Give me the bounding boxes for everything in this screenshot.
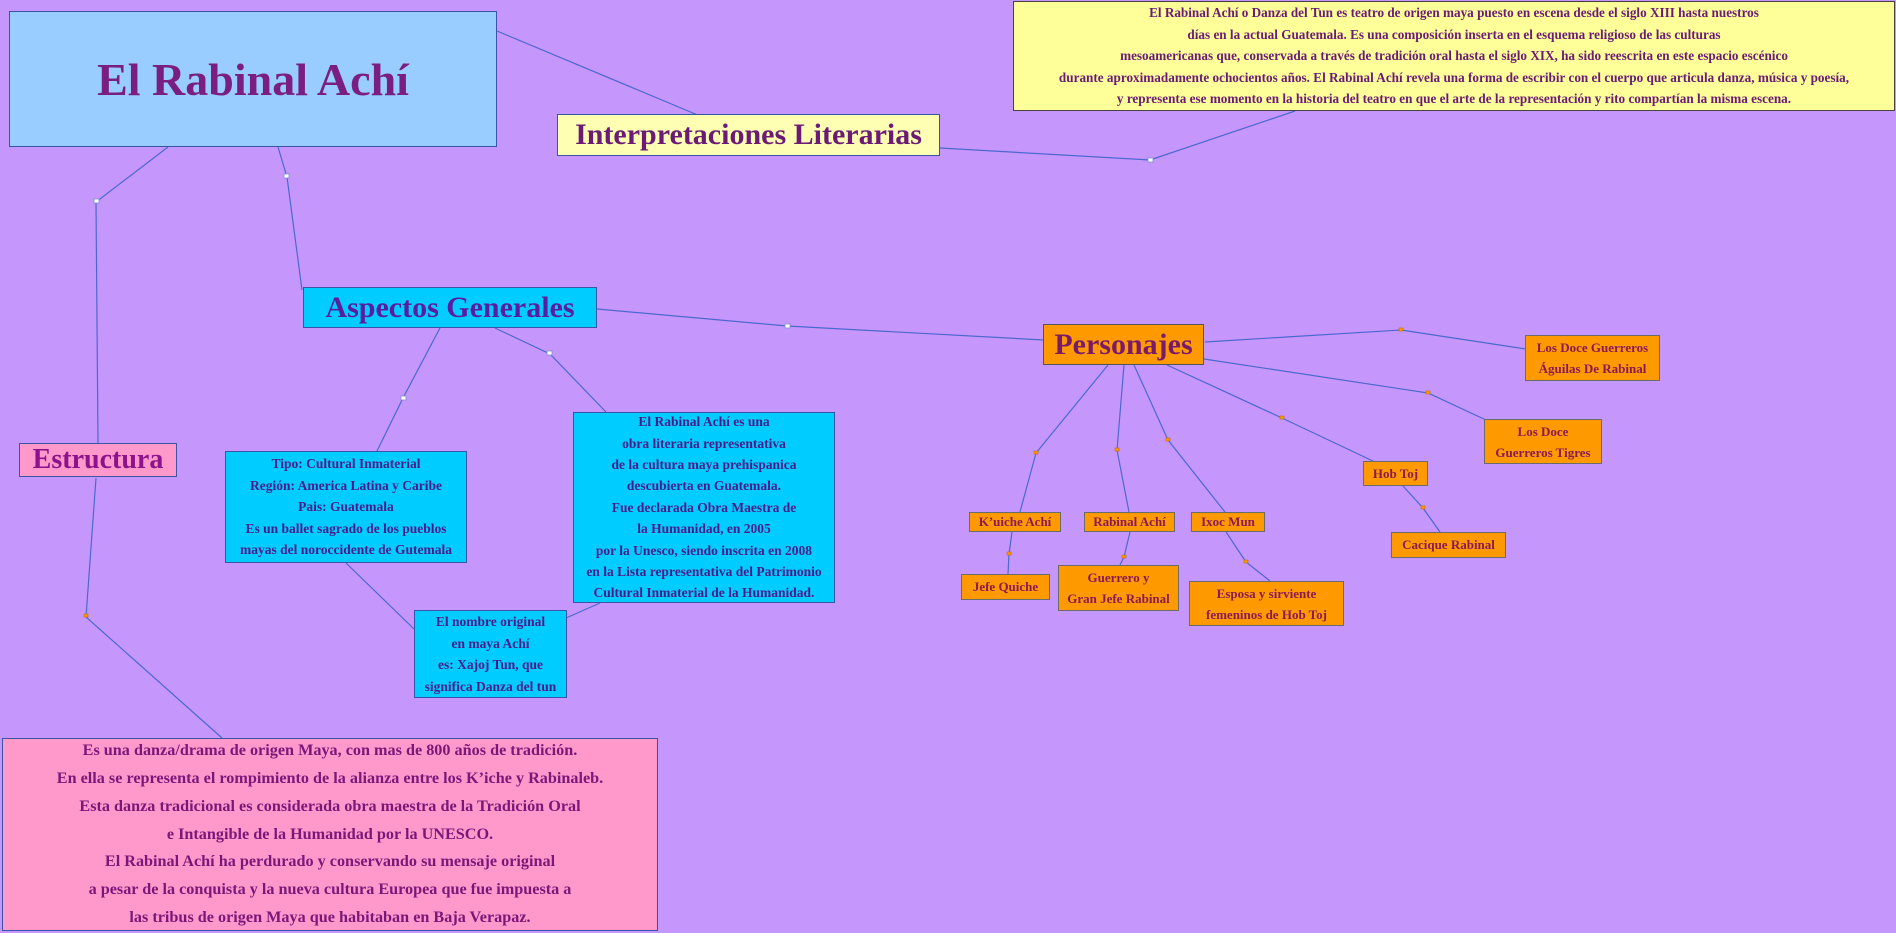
personaje-hob-toj-label: Hob Toj [1372, 465, 1419, 481]
link-obra-nombre [565, 602, 601, 619]
personaje-guerrero-gran-jefe-label: Guerrero y Gran Jefe Rabinal [1067, 570, 1170, 606]
personaje-guerrero-gran-jefe[interactable]: Guerrero y Gran Jefe Rabinal [1058, 565, 1179, 611]
interpretaciones-label: Interpretaciones Literarias [575, 118, 922, 151]
link-info-nombre [345, 562, 415, 630]
aspectos-generales-label: Aspectos Generales [325, 290, 575, 324]
personaje-guerreros-aguilas[interactable]: Los Doce Guerreros Águilas De Rabinal [1525, 335, 1660, 381]
personaje-guerreros-tigres[interactable]: Los Doce Guerreros Tigres [1484, 419, 1602, 464]
estructura-text-node[interactable]: Es una danza/drama de origen Maya, con m… [2, 738, 658, 931]
personajes-label: Personajes [1054, 327, 1193, 361]
personaje-cacique-rabinal-label: Cacique Rabinal [1402, 537, 1495, 552]
link-interp-info [939, 110, 1296, 161]
link-ixoc-esposa [1225, 531, 1271, 582]
personaje-hob-toj[interactable]: Hob Toj [1363, 461, 1428, 486]
aspectos-info-text: Tipo: Cultural Inmaterial Región: Americ… [240, 456, 452, 558]
link-per-aguilas [1204, 329, 1527, 350]
aspectos-obra-node[interactable]: El Rabinal Achí es una obra literaria re… [573, 412, 835, 603]
link-estructura-text [85, 477, 223, 739]
link-rabinal-guerrero [1119, 531, 1131, 566]
personaje-ixoc-mun-label: Ixoc Mun [1201, 514, 1255, 529]
personaje-esposa-sirviente-label: Esposa y sirviente femeninos de Hob Toj [1206, 585, 1327, 622]
personaje-rabinal-achi[interactable]: Rabinal Achí [1084, 512, 1175, 532]
personaje-guerreros-aguilas-label: Los Doce Guerreros Águilas De Rabinal [1536, 340, 1649, 376]
estructura-label: Estructura [32, 444, 164, 475]
link-title-estructura [95, 146, 169, 444]
personaje-cacique-rabinal[interactable]: Cacique Rabinal [1391, 532, 1506, 558]
aspectos-info-node[interactable]: Tipo: Cultural Inmaterial Región: Americ… [225, 451, 467, 563]
aspectos-generales-node[interactable]: Aspectos Generales [303, 287, 597, 328]
personaje-ixoc-mun[interactable]: Ixoc Mun [1191, 512, 1265, 532]
link-aspectos-info [376, 327, 441, 452]
interpretaciones-text: El Rabinal Achí o Danza del Tun es teatr… [1058, 5, 1850, 107]
estructura-node[interactable]: Estructura [19, 443, 177, 477]
personaje-guerreros-tigres-label: Los Doce Guerreros Tigres [1495, 423, 1591, 460]
link-per-hob [1166, 364, 1376, 463]
link-aspectos-obra [494, 327, 607, 413]
personaje-kuiche-achi-label: K’uiche Achí [978, 514, 1052, 529]
link-per-ixoc [1133, 364, 1226, 513]
nombre-original-text: El nombre original en maya Achí es: Xajo… [424, 614, 557, 694]
main-title-node[interactable]: El Rabinal Achí [9, 11, 497, 147]
interpretaciones-node[interactable]: Interpretaciones Literarias [557, 114, 940, 156]
link-title-interp [496, 30, 701, 117]
link-aspectos-personajes [596, 308, 1045, 341]
aspectos-obra-text: El Rabinal Achí es una obra literaria re… [586, 414, 822, 601]
personaje-jefe-quiche[interactable]: Jefe Quiche [961, 574, 1050, 600]
personaje-kuiche-achi[interactable]: K’uiche Achí [969, 512, 1061, 532]
personaje-jefe-quiche-label: Jefe Quiche [972, 579, 1039, 594]
link-per-rabinal [1116, 364, 1130, 513]
personaje-rabinal-achi-label: Rabinal Achí [1093, 514, 1166, 529]
link-title-aspectos [277, 146, 303, 291]
link-per-tigres [1203, 358, 1487, 421]
personajes-node[interactable]: Personajes [1043, 324, 1204, 365]
personaje-esposa-sirviente[interactable]: Esposa y sirviente femeninos de Hob Toj [1189, 581, 1344, 626]
interpretaciones-text-node[interactable]: El Rabinal Achí o Danza del Tun es teatr… [1013, 1, 1895, 111]
link-per-kuiche [1019, 364, 1109, 513]
main-title: El Rabinal Achí [97, 53, 409, 105]
estructura-text: Es una danza/drama de origen Maya, con m… [56, 740, 604, 927]
nombre-original-node[interactable]: El nombre original en maya Achí es: Xajo… [414, 610, 567, 698]
